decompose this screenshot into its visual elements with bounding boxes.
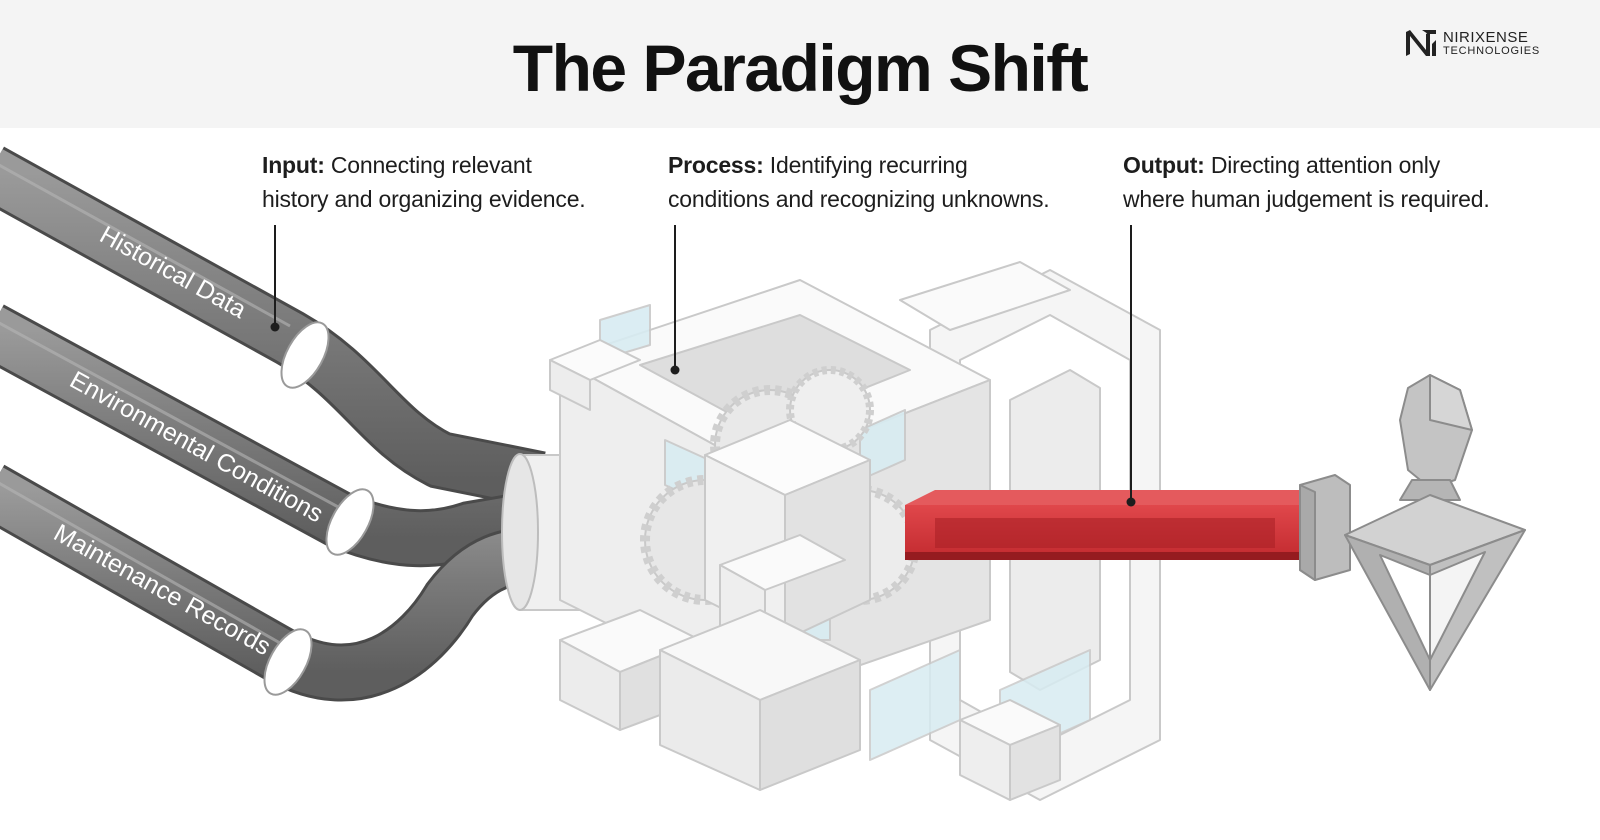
callout-dot-process bbox=[670, 365, 680, 375]
logo-subtitle: TECHNOLOGIES bbox=[1443, 44, 1541, 57]
nx-logo-icon bbox=[1406, 30, 1436, 56]
pipe-label-maintenance-records: Maintenance Records bbox=[49, 519, 275, 661]
pipe-collar bbox=[263, 628, 313, 696]
callout-dot-output bbox=[1126, 497, 1136, 507]
callout-dot-input bbox=[270, 322, 280, 332]
pipe-historical-data bbox=[0, 146, 546, 509]
annotation-input-label: Input: bbox=[262, 152, 325, 178]
annotation-process-line1: Identifying recurring bbox=[769, 152, 968, 178]
input-pipes: Historical Data Environmental Conditions… bbox=[0, 146, 546, 702]
annotation-input-line2: history and organizing evidence. bbox=[262, 186, 586, 212]
pipe-label-environmental-conditions: Environmental Conditions bbox=[65, 366, 328, 529]
annotation-input: Input: Connecting relevant history and o… bbox=[262, 148, 622, 216]
page-title: The Paradigm Shift bbox=[512, 31, 1089, 105]
pipe-collar bbox=[280, 321, 330, 389]
pipe-collar bbox=[325, 488, 375, 556]
output-pointer bbox=[1299, 374, 1526, 691]
company-logo: NIRIXENSE TECHNOLOGIES bbox=[1404, 26, 1540, 60]
annotation-output-line2: where human judgement is required. bbox=[1123, 186, 1490, 212]
annotation-input-line1: Connecting relevant bbox=[330, 152, 532, 178]
annotation-output-label: Output: bbox=[1123, 152, 1205, 178]
logo-name: NIRIXENSE bbox=[1443, 28, 1529, 46]
annotation-output-line1: Directing attention only bbox=[1210, 152, 1440, 178]
output-beam bbox=[905, 490, 1300, 560]
annotation-process: Process: Identifying recurring condition… bbox=[668, 148, 1088, 216]
annotation-output: Output: Directing attention only where h… bbox=[1123, 148, 1543, 216]
annotation-process-label: Process: bbox=[668, 152, 764, 178]
annotation-process-line2: conditions and recognizing unknowns. bbox=[668, 186, 1050, 212]
callout-lines bbox=[274, 225, 1132, 500]
processing-engine bbox=[549, 261, 1161, 801]
header-band bbox=[0, 0, 1600, 128]
